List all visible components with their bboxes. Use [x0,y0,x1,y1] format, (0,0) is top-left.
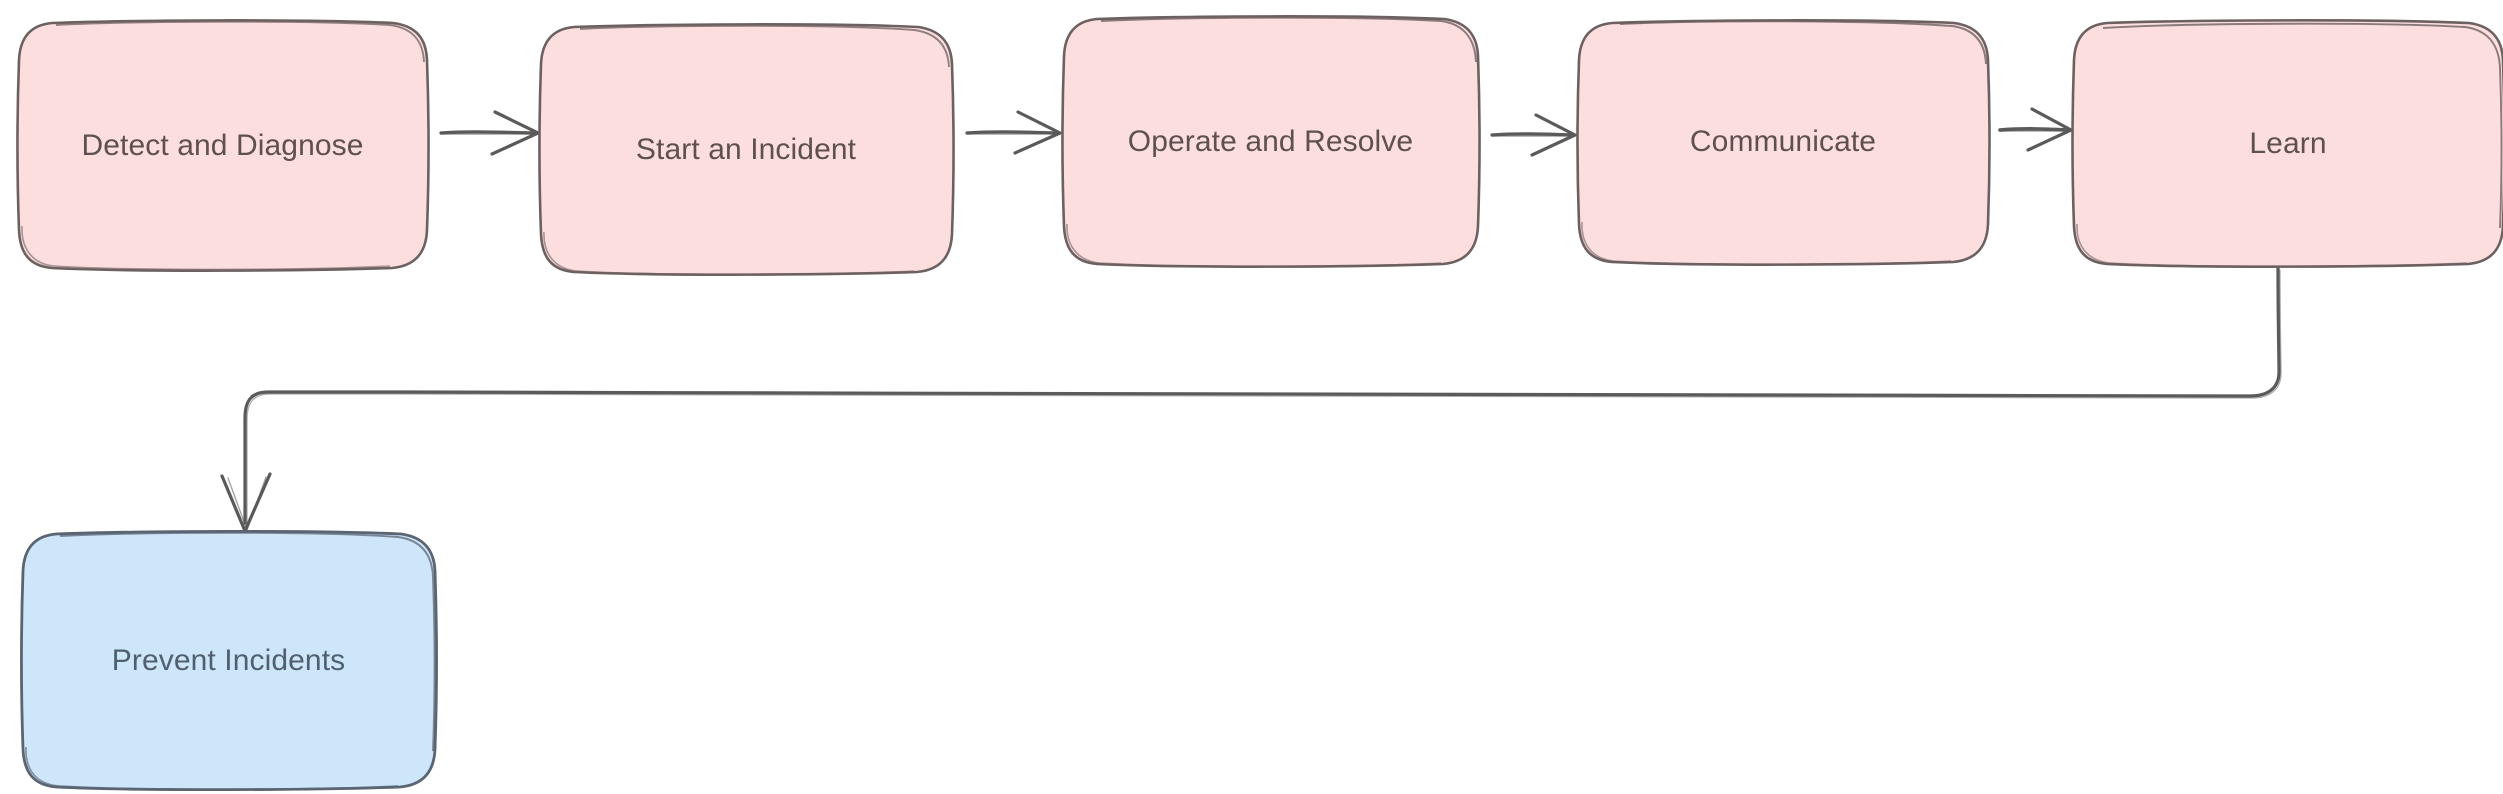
node-label: Operate and Resolve [1127,124,1414,158]
node-communicate[interactable]: Communicate [1576,19,1991,266]
node-label: Learn [2249,126,2327,160]
node-start-an-incident[interactable]: Start an Incident [538,23,955,276]
node-detect-and-diagnose[interactable]: Detect and Diagnose [16,19,430,272]
edge-learn-to-prevent [220,266,2282,533]
edge-operate-to-communicate [1490,113,1577,157]
node-operate-and-resolve[interactable]: Operate and Resolve [1061,15,1481,268]
node-label: Detect and Diagnose [81,128,364,162]
node-prevent-incidents[interactable]: Prevent Incidents [20,529,438,792]
node-learn[interactable]: Learn [2071,19,2503,268]
edge-communicate-to-learn [1998,107,2073,152]
node-label: Communicate [1689,125,1877,159]
node-label: Prevent Incidents [111,643,346,677]
node-label: Start an Incident [635,132,857,166]
edge-start-to-operate [965,110,1062,155]
edge-detect-to-start [439,110,540,156]
